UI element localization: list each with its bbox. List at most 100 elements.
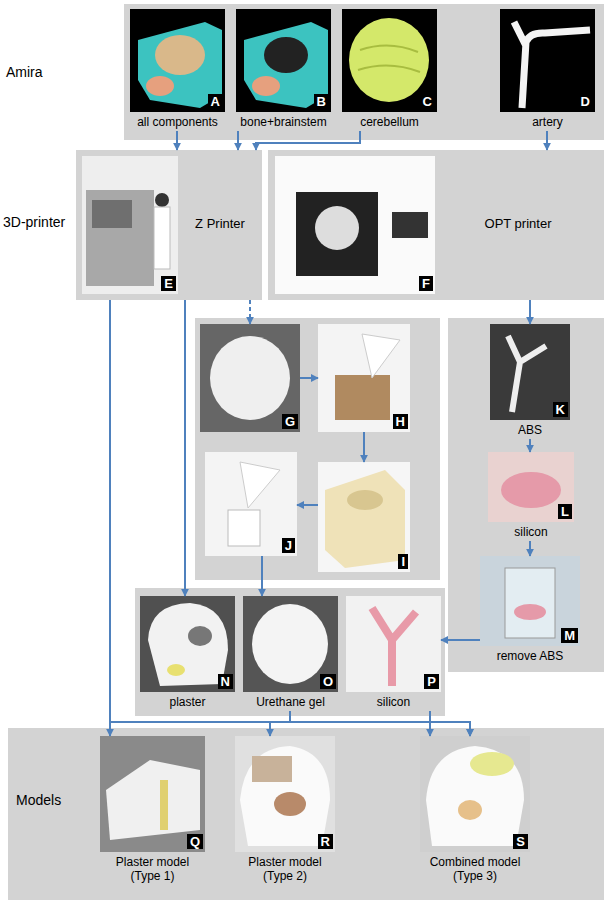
solvent-jar <box>505 568 555 638</box>
photo <box>275 156 435 294</box>
caption: cerebellum <box>342 115 437 129</box>
silicon-coating <box>501 472 561 508</box>
photo <box>488 452 574 522</box>
cerebellum-folds <box>358 45 420 72</box>
panel-letter: A <box>208 94 223 109</box>
arrow-connector <box>176 131 178 150</box>
image-tile: Ccerebellum <box>342 9 437 131</box>
person-coat <box>154 207 170 269</box>
image-tile: Mremove ABS <box>480 556 580 665</box>
caption: all components <box>130 115 225 129</box>
panel <box>8 728 604 900</box>
skull-hole <box>188 626 212 646</box>
caption: silicon <box>346 695 441 709</box>
skull-render <box>138 22 222 108</box>
arrow-connector <box>184 300 186 596</box>
brainstem-part <box>167 664 185 676</box>
cerebellum-render <box>349 18 429 102</box>
image-tile: H <box>318 324 410 432</box>
arrow-connector <box>249 300 251 324</box>
panel-letter: Q <box>187 834 203 849</box>
image-tile: Aall components <box>130 9 225 131</box>
panel-letter: H <box>393 414 408 429</box>
model-photo <box>240 746 330 846</box>
arrow-connector <box>546 131 548 150</box>
arrow-connector <box>363 432 365 462</box>
caption: remove ABS <box>480 649 580 663</box>
panel-letter: F <box>419 276 433 291</box>
row-label: Amira <box>6 64 43 80</box>
image-tile: Dartery <box>500 9 595 131</box>
photo <box>480 556 580 646</box>
image-tile: S Combined model (Type 3) <box>420 736 530 885</box>
arrow-connector <box>290 711 470 736</box>
printer-body <box>86 190 154 286</box>
panel <box>448 318 604 672</box>
arrow-connector <box>441 639 480 641</box>
arrow-connector <box>297 504 318 506</box>
silicon-artery <box>514 604 546 620</box>
arrow-connector <box>300 377 318 379</box>
image-tile: G <box>200 324 300 432</box>
photo <box>490 324 570 420</box>
arrow-connector <box>529 300 531 324</box>
photo <box>200 324 300 432</box>
panel-letter: G <box>282 414 298 429</box>
panel-letter: N <box>218 674 233 689</box>
image-tile: KABS <box>490 324 570 439</box>
panel-letter: C <box>420 94 435 109</box>
printer-window <box>92 200 132 228</box>
abs-artery <box>508 336 546 412</box>
brainstem-render <box>146 76 174 96</box>
gel-cerebellum <box>252 604 328 684</box>
model-detail <box>470 752 514 776</box>
image-tile: Lsilicon <box>488 452 574 541</box>
image-tile: R Plaster model (Type 2) <box>235 736 335 885</box>
photo <box>82 156 178 294</box>
panel-letter: O <box>320 674 336 689</box>
plaster-skull <box>148 603 228 686</box>
panel-letter: P <box>424 674 439 689</box>
caption: Plaster model (Type 1) <box>100 855 205 883</box>
caption: Z Printer <box>180 216 260 232</box>
person-head <box>155 193 169 207</box>
caption: Plaster model (Type 2) <box>235 855 335 883</box>
arrow-connector <box>110 300 470 736</box>
caption: silicon <box>488 525 574 539</box>
image-tile: Q Plaster model (Type 1) <box>100 736 205 885</box>
pouring <box>240 462 280 508</box>
row-label: Models <box>16 792 61 808</box>
caption: bone+brainstem <box>236 115 331 129</box>
caption: Combined model (Type 3) <box>420 855 530 883</box>
photo <box>243 596 338 692</box>
panel-letter: K <box>553 402 568 417</box>
model-photo <box>426 746 524 846</box>
printer-panel: FOPT printer <box>268 150 604 300</box>
photo <box>500 9 595 112</box>
photo <box>342 9 437 112</box>
printer-panel: E Z Printer <box>76 150 262 300</box>
panel-letter: R <box>318 834 333 849</box>
silicon-artery <box>372 608 416 686</box>
panel-letter: E <box>161 276 176 291</box>
arrow-connector <box>261 556 263 596</box>
arrow-connector <box>237 131 239 150</box>
pouring <box>362 334 400 378</box>
mold-box <box>335 375 390 420</box>
panel <box>124 4 604 140</box>
panel <box>268 150 604 300</box>
brain-render <box>155 35 205 75</box>
arrow-connector <box>529 439 531 452</box>
panel-letter: S <box>513 834 528 849</box>
model-photo <box>106 760 200 840</box>
arrow-connector <box>429 711 431 736</box>
photo <box>130 9 225 112</box>
arrow-connector <box>256 131 360 150</box>
row-label: 3D-printer <box>3 214 65 230</box>
panel-letter: J <box>282 538 295 553</box>
filament-spool <box>315 206 359 250</box>
panel <box>135 588 445 716</box>
printed-cerebellum <box>210 336 290 420</box>
